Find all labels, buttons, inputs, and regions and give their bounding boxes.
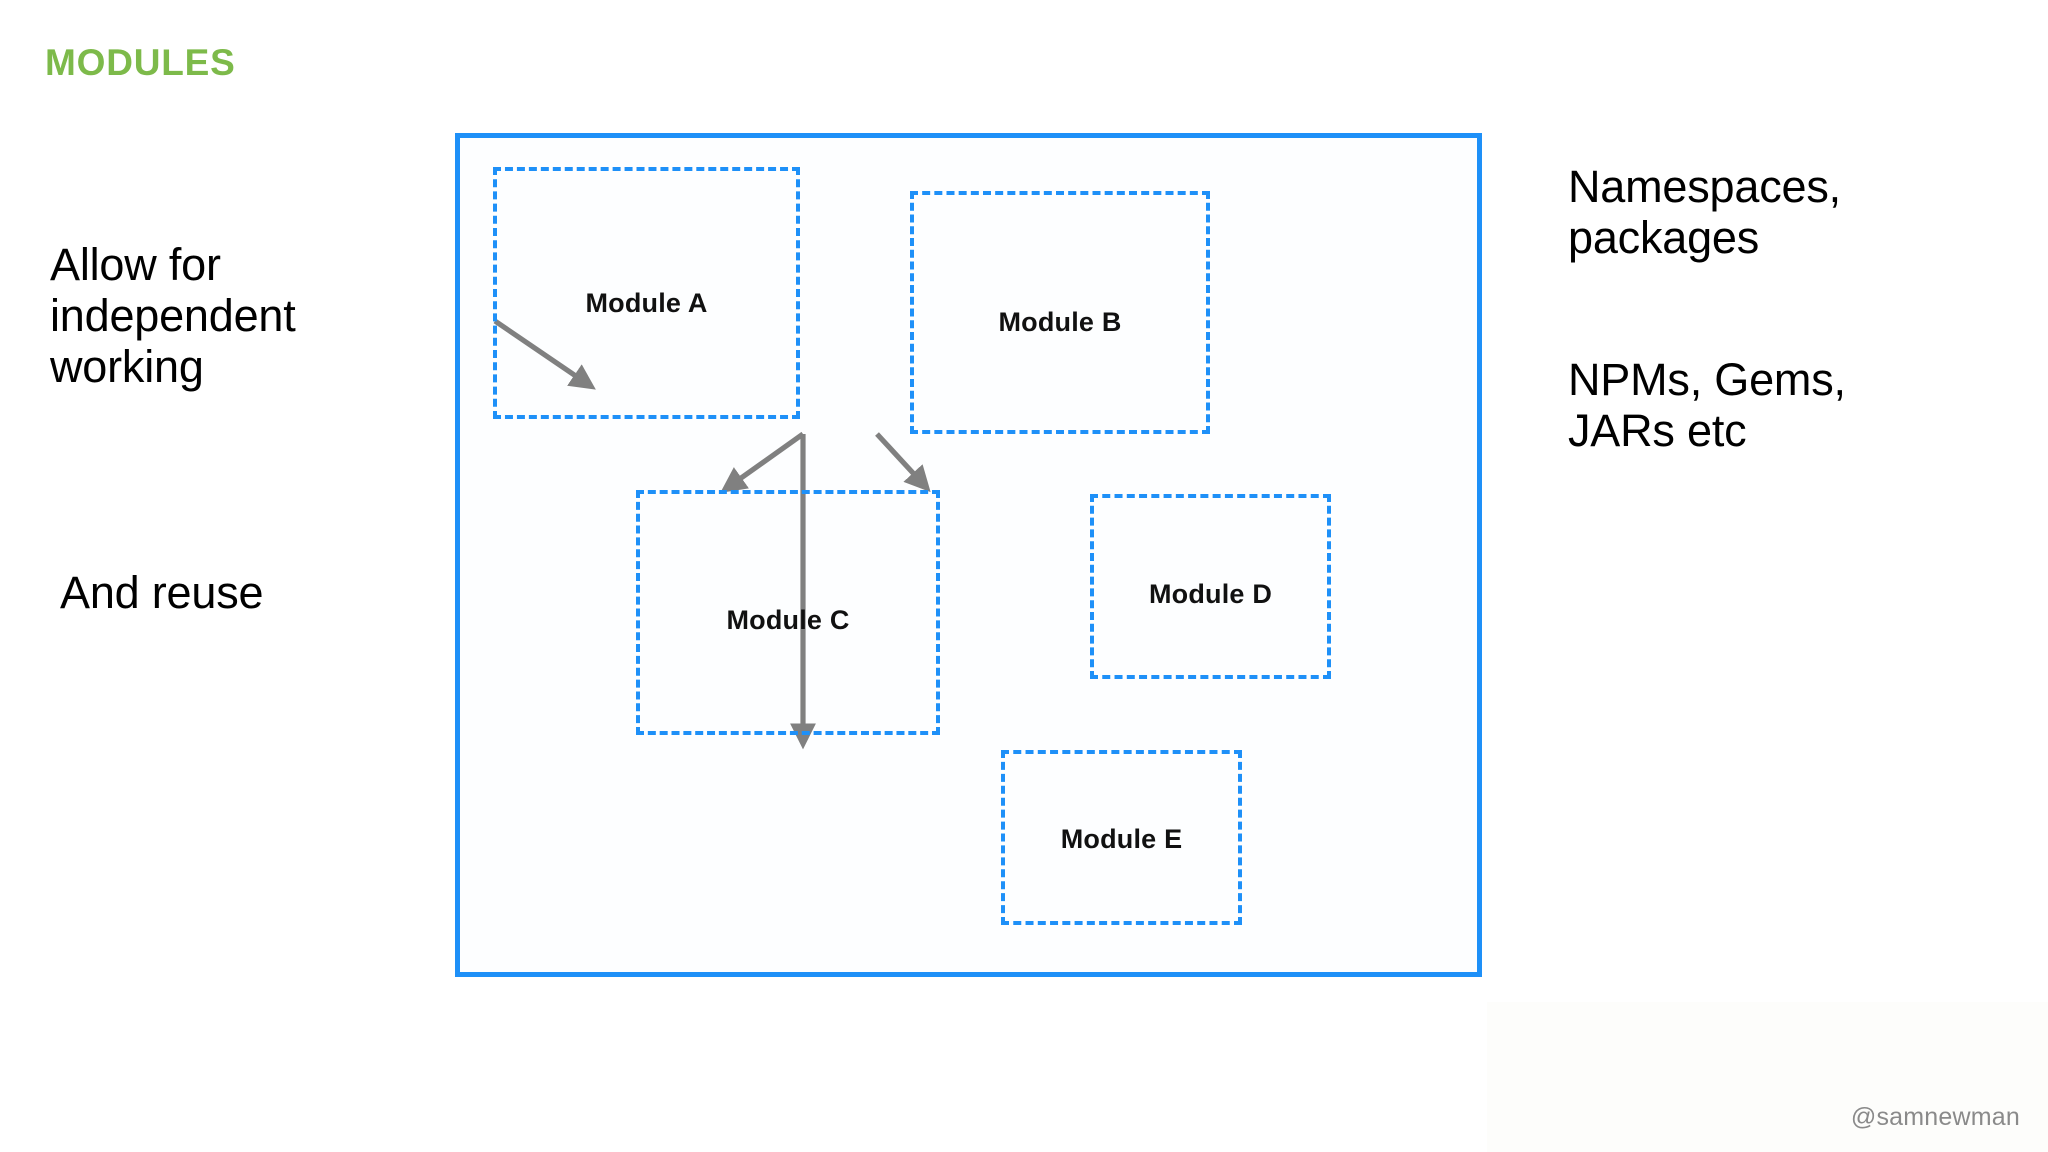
module-label-e: Module E xyxy=(1060,824,1183,854)
note-namespaces-packages: Namespaces, packages xyxy=(1568,161,1998,264)
module-label-b: Module B xyxy=(998,307,1122,337)
note-and-reuse: And reuse xyxy=(60,567,390,619)
page-title: MODULES xyxy=(45,42,236,83)
decorative-panel xyxy=(1487,1002,2048,1152)
module-label-d: Module D xyxy=(1148,579,1273,609)
note-line: JARs etc xyxy=(1568,404,1747,456)
note-allow-independent-working: Allow for independent working xyxy=(50,239,380,393)
module-label-a: Module A xyxy=(585,288,708,318)
author-handle: @samnewman xyxy=(1850,1103,2020,1131)
module-label-c: Module C xyxy=(726,605,850,635)
module-box-a[interactable]: Module A xyxy=(493,167,800,419)
note-line: independent xyxy=(50,289,296,341)
note-line: NPMs, Gems, xyxy=(1568,354,1846,405)
module-box-e[interactable]: Module E xyxy=(1001,750,1242,925)
module-box-c[interactable]: Module C xyxy=(636,490,940,735)
note-line: Allow for xyxy=(50,239,221,290)
module-box-b[interactable]: Module B xyxy=(910,191,1210,434)
note-line: And reuse xyxy=(60,567,264,618)
system-boundary-frame xyxy=(455,133,1482,977)
note-line: Namespaces, xyxy=(1568,161,1841,212)
module-box-d[interactable]: Module D xyxy=(1090,494,1331,679)
note-npms-gems-jars: NPMs, Gems, JARs etc xyxy=(1568,354,2008,457)
note-line: working xyxy=(50,340,204,392)
note-line: packages xyxy=(1568,211,1760,263)
